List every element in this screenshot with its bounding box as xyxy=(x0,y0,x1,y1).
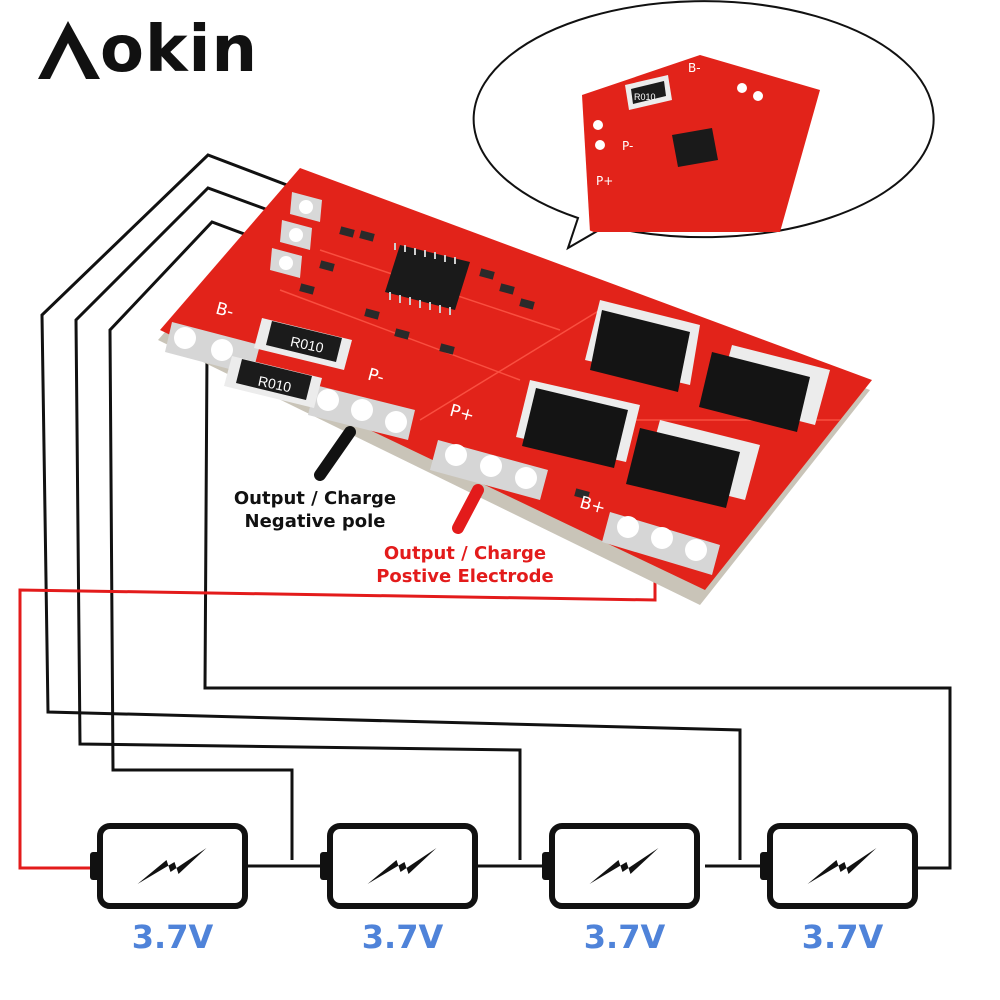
positive-label-line2: Postive Electrode xyxy=(376,565,554,587)
positive-probe xyxy=(452,484,484,534)
lightning-icon xyxy=(807,848,877,884)
b-plus-pad xyxy=(602,512,720,575)
lightning-icon xyxy=(589,848,659,884)
balance-pads xyxy=(270,192,322,278)
zoom-resistor-marking: R010 xyxy=(634,92,656,102)
lightning-icon xyxy=(367,848,437,884)
wire-balance-2 xyxy=(74,186,522,860)
zoom-callout: R010 P+ P- B- xyxy=(472,0,935,251)
wire-b-minus xyxy=(203,351,952,870)
zoom-pad-p-minus: P- xyxy=(622,139,633,153)
battery-cell-1 xyxy=(90,823,248,909)
negative-label-line1: Output / Charge xyxy=(233,488,397,509)
zoom-pad-p-plus: P+ xyxy=(596,174,613,188)
logo-text: okin xyxy=(100,13,259,87)
battery-voltage-label: 3.7V xyxy=(583,918,666,956)
pad-label-p-minus: P- xyxy=(365,365,386,388)
wire-balance-3 xyxy=(108,220,294,860)
control-ic xyxy=(385,243,470,315)
balance-wires xyxy=(40,153,952,870)
positive-electrode-label: Output / Charge Postive Electrode xyxy=(350,543,580,588)
p-minus-pad xyxy=(308,385,415,440)
negative-label-line2: Negative pole xyxy=(244,510,386,532)
logo-a-icon xyxy=(38,21,100,79)
resistor-marking-bottom: R010 xyxy=(257,373,293,396)
negative-pole-label: Output / Charge Negative pole xyxy=(200,488,430,533)
negative-probe xyxy=(314,426,356,481)
battery-cell-3 xyxy=(542,823,700,909)
p-plus-pad xyxy=(430,440,548,500)
positive-label-line1: Output / Charge xyxy=(383,543,547,564)
pad-label-b-minus: B- xyxy=(213,299,235,323)
brand-logo: okin xyxy=(38,18,258,82)
resistor-marking-top: R010 xyxy=(289,333,325,356)
battery-cell-2 xyxy=(320,823,478,909)
smd-components xyxy=(299,226,590,500)
mosfet-1 xyxy=(585,300,700,392)
zoom-pad-b-minus: B- xyxy=(688,61,701,75)
battery-voltage-label: 3.7V xyxy=(801,918,884,956)
mosfet-3 xyxy=(516,380,640,468)
pcb-board: R010 R010 xyxy=(158,168,872,605)
lightning-icon xyxy=(137,848,207,884)
wire-b-plus xyxy=(18,555,657,870)
mosfets xyxy=(516,300,830,508)
resistor-top: R010 xyxy=(254,318,352,370)
wire-balance-1 xyxy=(40,153,742,860)
mosfet-2 xyxy=(699,345,830,432)
battery-cell-4 xyxy=(760,823,918,909)
battery-voltage-label: 3.7V xyxy=(361,918,444,956)
battery-voltage-label: 3.7V xyxy=(131,918,214,956)
mosfet-4 xyxy=(626,420,760,508)
resistor-bottom: R010 xyxy=(224,356,322,408)
